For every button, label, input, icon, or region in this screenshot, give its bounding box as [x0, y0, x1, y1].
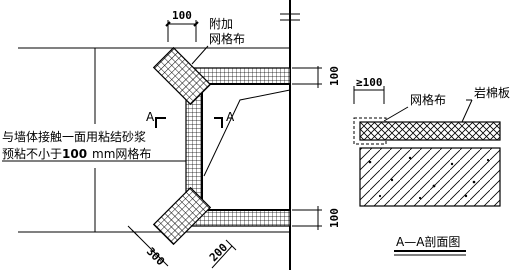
window-opening-detail: 100 附加 网格布 A A 与墙体接触一面用粘结砂浆 预粘不小于 100 mm…	[2, 0, 341, 270]
sec-leader-insulation	[461, 99, 473, 123]
additional-mesh-bottom	[152, 186, 212, 246]
dim-top-ticks	[165, 21, 199, 27]
dim-300-label: 300	[144, 245, 167, 268]
additional-mesh-top	[152, 46, 212, 106]
section-mark-right: A	[226, 110, 235, 124]
reveal-inner-frame	[201, 83, 290, 211]
sec-dim-label: ≥100	[356, 76, 383, 89]
note-line-2-prefix: 预粘不小于	[2, 146, 62, 161]
sec-label-insulation: 岩棉板	[474, 85, 510, 100]
section-aa-detail: ≥100 网格布 岩棉板 A—A剖面图	[353, 76, 510, 256]
label-mesh-top: 网格布	[209, 31, 245, 46]
sec-title: A—A剖面图	[396, 235, 460, 249]
section-mark-left-symbol	[155, 117, 166, 128]
section-mark-left: A	[146, 110, 155, 124]
dim-right-bottom-label: 100	[328, 208, 341, 228]
window-frame-line	[203, 89, 291, 177]
sec-wall-aggregate	[368, 156, 490, 200]
note-line-2-suffix: mm网格布	[92, 146, 151, 161]
dim-right-top-label: 100	[328, 66, 341, 86]
dim-200-label: 200	[207, 241, 230, 264]
dim-200-ext	[225, 239, 237, 251]
note-line-2-value: 100	[62, 147, 87, 161]
sec-leader-mesh	[383, 106, 409, 122]
dim-200-line	[211, 245, 233, 269]
section-mark-right-symbol	[214, 117, 223, 128]
label-additional: 附加	[209, 17, 233, 31]
note-line-1: 与墙体接触一面用粘结砂浆	[2, 129, 146, 144]
leader-mesh-top	[191, 45, 209, 65]
dim-top-label: 100	[172, 9, 192, 22]
sec-label-mesh: 网格布	[410, 92, 446, 107]
dim-300-ext	[127, 225, 139, 237]
sec-wall	[359, 147, 501, 207]
sec-insulation-board	[359, 121, 501, 141]
